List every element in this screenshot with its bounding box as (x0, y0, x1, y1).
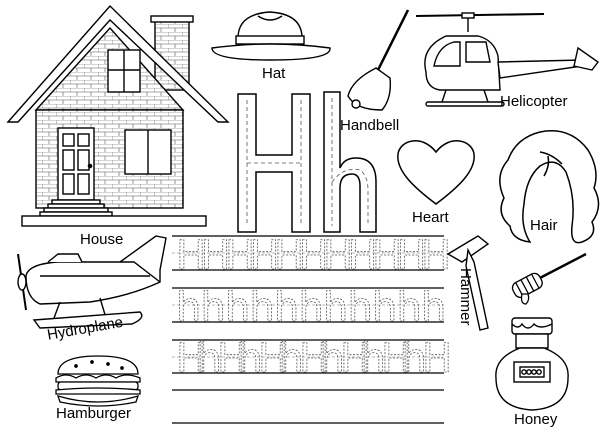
trace-letter: H (225, 233, 255, 279)
house-drawing (6, 4, 230, 227)
trace-letter: h (372, 285, 397, 331)
label-hammer: Hammer (457, 268, 474, 326)
trace-letter: h (320, 336, 345, 382)
tracing-lines (172, 235, 444, 424)
trace-letter: h (361, 336, 386, 382)
label-honey: Honey (514, 411, 558, 428)
trace-letter: H (299, 233, 329, 279)
trace-letter: H (201, 233, 231, 279)
trace-letter: h (402, 336, 427, 382)
trace-letter: h (176, 285, 201, 331)
trace-letter: H (348, 233, 378, 279)
handbell-drawing (347, 9, 410, 111)
trace-letter: H (340, 336, 370, 382)
trace-letter: h (197, 336, 222, 382)
label-heart: Heart (412, 209, 449, 226)
big-letters (237, 91, 377, 233)
hammer-drawing (446, 235, 490, 331)
trace-letter: H (258, 336, 288, 382)
label-handbell: Handbell (340, 117, 400, 134)
honey-jar-drawing (495, 317, 569, 411)
trace-letter: H (250, 233, 280, 279)
trace-letter: h (225, 285, 250, 331)
helicopter-drawing (415, 12, 599, 107)
hair-drawing (499, 130, 600, 244)
honey-dipper-drawing (511, 252, 587, 305)
trace-letter: h (421, 285, 446, 331)
trace-letter: H (372, 233, 402, 279)
label-helicopter: Helicopter (500, 93, 568, 110)
trace-letter: H (217, 336, 247, 382)
trace-letter: h (201, 285, 226, 331)
trace-letter: H (176, 336, 206, 382)
trace-letter: h (274, 285, 299, 331)
label-hair: Hair (530, 217, 558, 234)
label-house: House (80, 231, 124, 248)
trace-letter: h (323, 285, 348, 331)
hat-drawing (211, 11, 331, 61)
trace-letter: H (397, 233, 427, 279)
trace-letter: H (421, 233, 451, 279)
trace-letter: H (299, 336, 329, 382)
trace-letter: h (299, 285, 324, 331)
trace-letter: h (238, 336, 263, 382)
hamburger-drawing (55, 355, 141, 407)
heart-drawing (397, 140, 475, 205)
trace-letter: h (279, 336, 304, 382)
trace-letter: H (422, 336, 452, 382)
hydroplane-drawing (17, 235, 167, 329)
trace-letter: H (323, 233, 353, 279)
trace-letter: h (250, 285, 275, 331)
trace-letter: h (397, 285, 422, 331)
trace-letter: H (274, 233, 304, 279)
trace-letter: h (348, 285, 373, 331)
trace-letter: H (176, 233, 206, 279)
trace-letter: H (381, 336, 411, 382)
label-hamburger: Hamburger (56, 405, 132, 422)
label-hat: Hat (262, 65, 286, 82)
